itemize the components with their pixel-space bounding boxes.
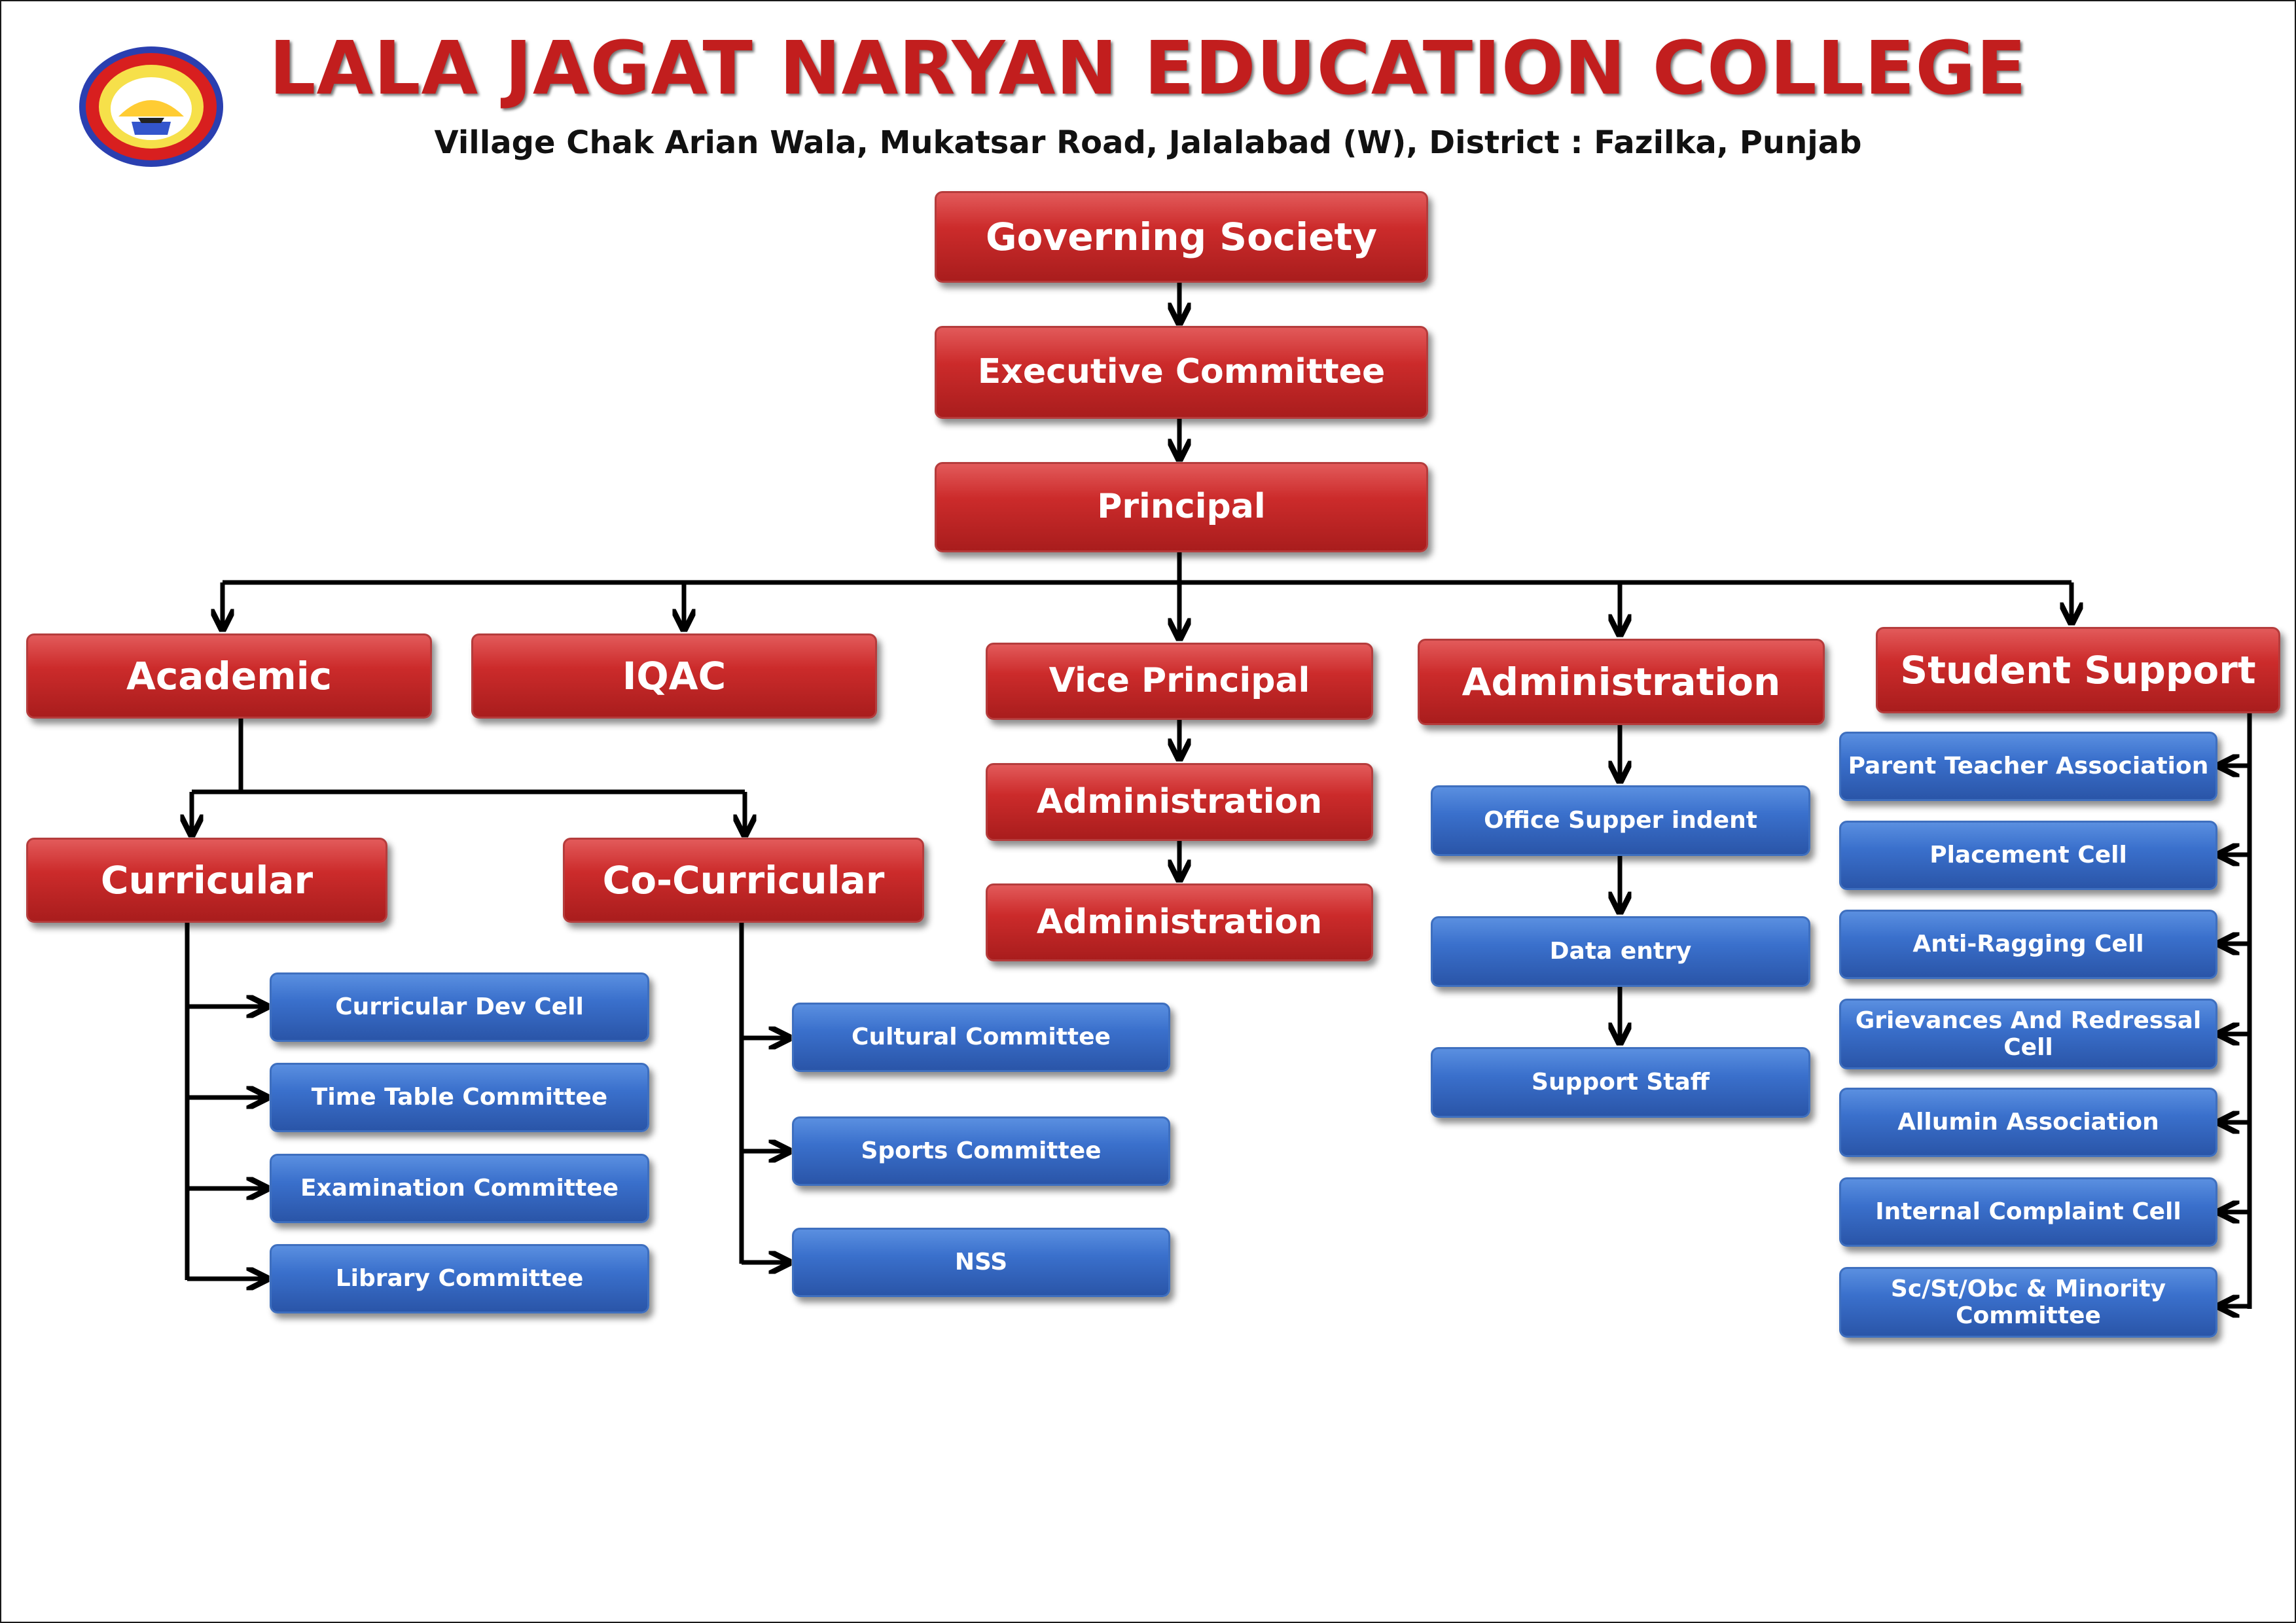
- curricular-item-label: Curricular Dev Cell: [335, 993, 584, 1021]
- curricular-label: Curricular: [100, 857, 314, 902]
- admin-chain-label: Support Staff: [1532, 1069, 1710, 1096]
- data-entry-box: Data entry: [1431, 916, 1810, 987]
- curricular-box: Curricular: [26, 838, 387, 923]
- student-support-item-label: Grievances And Redressal Cell: [1855, 1007, 2202, 1061]
- sports-committee-box: Sports Committee: [792, 1116, 1170, 1186]
- library-committee-box: Library Committee: [270, 1244, 649, 1313]
- student-support-item-label: Anti-Ragging Cell: [1912, 931, 2144, 958]
- grievances-redressal-cell-box: Grievances And Redressal Cell: [1839, 999, 2217, 1069]
- administration-label: Administration: [1462, 659, 1781, 704]
- vice-principal-label: Vice Principal: [1049, 661, 1310, 701]
- iqac-label: IQAC: [622, 653, 726, 698]
- parent-teacher-association-box: Parent Teacher Association: [1839, 732, 2217, 801]
- co-curricular-box: Co-Curricular: [563, 838, 924, 923]
- co-curricular-item-label: NSS: [954, 1249, 1008, 1276]
- student-support-item-label: Allumin Association: [1897, 1109, 2159, 1136]
- college-address: Village Chak Arian Wala, Mukatsar Road, …: [434, 124, 1862, 161]
- principal-box: Principal: [935, 462, 1428, 552]
- administration-box: Administration: [1418, 639, 1825, 725]
- curricular-item-label: Time Table Committee: [311, 1084, 608, 1111]
- support-staff-box: Support Staff: [1431, 1047, 1810, 1118]
- vp-administration-label: Administration: [1036, 902, 1323, 942]
- executive-committee-box: Executive Committee: [935, 326, 1428, 419]
- student-support-item-label: Internal Complaint Cell: [1875, 1198, 2181, 1226]
- nss-box: NSS: [792, 1228, 1170, 1297]
- student-support-item-label: Sc/St/Obc & Minority Committee: [1890, 1275, 2166, 1329]
- student-support-box: Student Support: [1876, 627, 2280, 713]
- college-title: LALA JAGAT NARYAN EDUCATION COLLEGE: [269, 26, 2027, 111]
- internal-complaint-cell-box: Internal Complaint Cell: [1839, 1177, 2217, 1247]
- iqac-box: IQAC: [471, 633, 877, 719]
- co-curricular-item-label: Cultural Committee: [852, 1024, 1111, 1051]
- academic-label: Academic: [126, 653, 332, 698]
- vp-administration-box: Administration: [986, 883, 1373, 961]
- office-superintendent-box: Office Supper indent: [1431, 785, 1810, 856]
- student-support-item-label: Placement Cell: [1929, 842, 2127, 869]
- governing-society-box: Governing Society: [935, 191, 1428, 283]
- curricular-dev-cell-box: Curricular Dev Cell: [270, 972, 649, 1042]
- executive-committee-label: Executive Committee: [977, 352, 1386, 392]
- governing-society-label: Governing Society: [985, 214, 1378, 259]
- curricular-item-label: Library Committee: [335, 1265, 584, 1293]
- curricular-item-label: Examination Committee: [300, 1175, 619, 1202]
- college-logo: [79, 46, 223, 167]
- co-curricular-item-label: Sports Committee: [861, 1137, 1102, 1165]
- sc-st-obc-minority-committee-box: Sc/St/Obc & Minority Committee: [1839, 1267, 2217, 1338]
- vp-administration-box: Administration: [986, 763, 1373, 841]
- anti-ragging-cell-box: Anti-Ragging Cell: [1839, 910, 2217, 979]
- cultural-committee-box: Cultural Committee: [792, 1003, 1170, 1072]
- principal-label: Principal: [1097, 487, 1266, 527]
- examination-committee-box: Examination Committee: [270, 1154, 649, 1223]
- allumin-association-box: Allumin Association: [1839, 1088, 2217, 1157]
- co-curricular-label: Co-Curricular: [602, 857, 885, 902]
- vp-administration-label: Administration: [1036, 781, 1323, 821]
- student-support-label: Student Support: [1900, 647, 2256, 692]
- placement-cell-box: Placement Cell: [1839, 821, 2217, 890]
- student-support-item-label: Parent Teacher Association: [1848, 753, 2209, 780]
- academic-box: Academic: [26, 633, 432, 719]
- admin-chain-label: Data entry: [1549, 938, 1692, 965]
- vice-principal-box: Vice Principal: [986, 643, 1373, 720]
- time-table-committee-box: Time Table Committee: [270, 1063, 649, 1132]
- admin-chain-label: Office Supper indent: [1484, 807, 1757, 834]
